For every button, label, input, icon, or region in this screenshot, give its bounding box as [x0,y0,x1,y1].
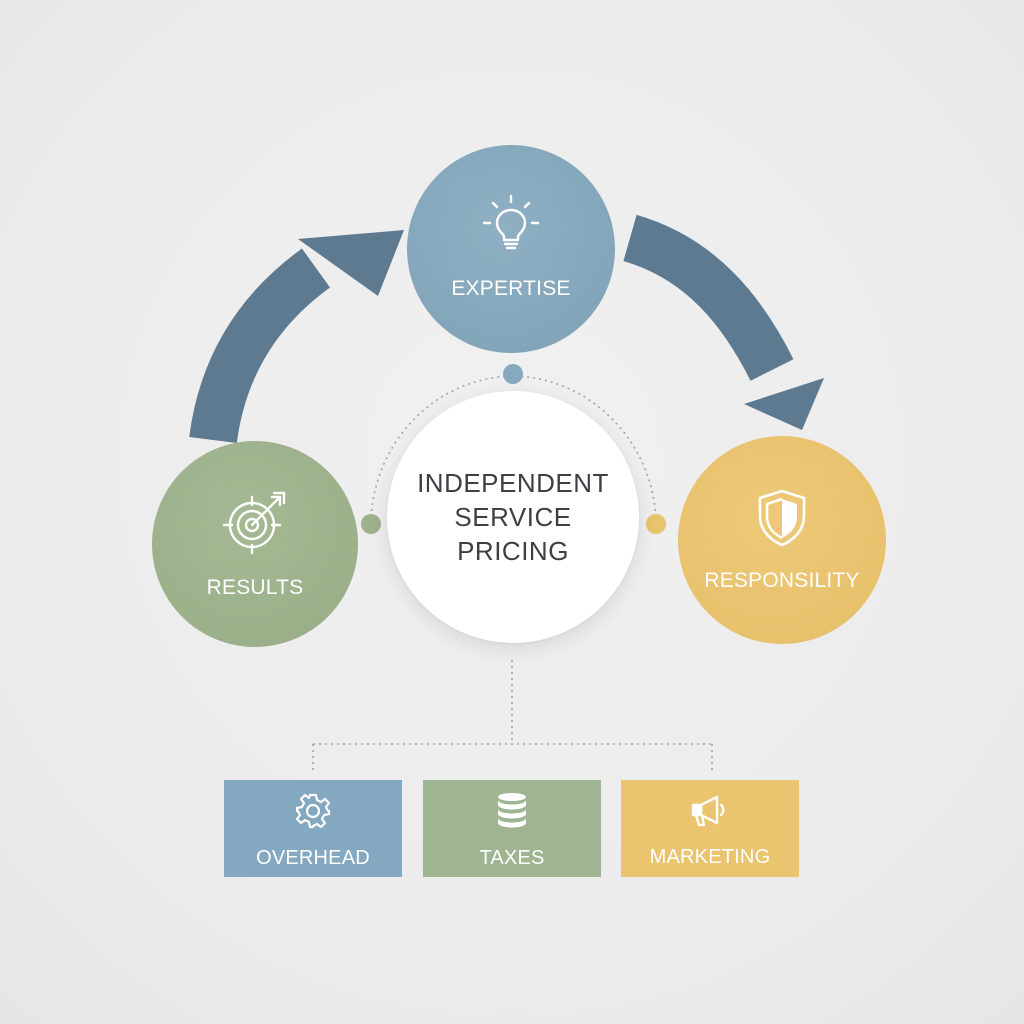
node-results-label: RESULTS [206,575,304,599]
dotted-tree [312,660,713,772]
center-title-line-3: PRICING [457,536,569,566]
arrow-expertise-to-responsibility [622,214,824,430]
component-marketing: MARKETING [621,780,799,877]
lightbulb-icon [479,192,543,261]
node-results: RESULTS [152,441,358,647]
target-icon [222,489,288,560]
connector-dot-right [646,514,666,534]
node-responsibility: RESPONSILITY [678,436,886,644]
node-expertise-label: EXPERTISE [451,276,571,300]
megaphone-icon [690,793,730,834]
connector-dot-top [503,364,523,384]
shield-icon [754,488,810,553]
center-title-line-1: INDEPENDENT [417,468,609,498]
component-taxes: TAXES [423,780,601,877]
component-taxes-label: TAXES [479,846,545,869]
arrow-results-to-expertise [189,230,404,444]
center-node: INDEPENDENT SERVICE PRICING [387,391,639,643]
coin-stack-icon [495,792,529,835]
center-title-line-2: SERVICE [454,502,572,532]
connector-dot-left [361,514,381,534]
node-responsibility-label: RESPONSILITY [704,568,860,592]
component-marketing-label: MARKETING [649,845,771,868]
gear-icon [294,792,332,835]
component-overhead-label: OVERHEAD [256,846,370,869]
node-expertise: EXPERTISE [407,145,615,353]
component-overhead: OVERHEAD [224,780,402,877]
